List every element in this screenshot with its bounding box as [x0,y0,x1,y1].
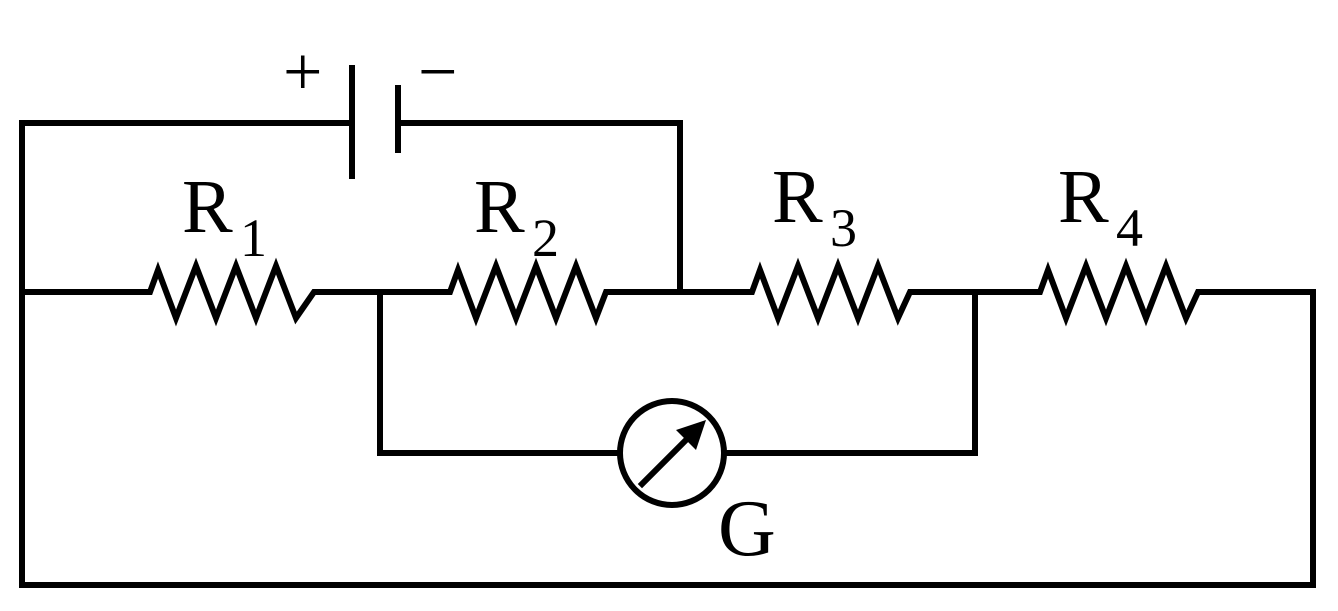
resistor-r1 [137,257,331,327]
galvanometer [617,398,727,508]
galvanometer-arrowhead-icon [676,420,706,450]
resistor-r4 [1027,257,1215,327]
r2-subscript: 2 [532,208,559,268]
battery-minus-label: − [418,34,457,111]
battery-return-wire [395,120,683,295]
r1-subscript: 1 [240,208,267,268]
r3-subscript: 3 [830,198,857,258]
bridge-wire-left [377,289,623,456]
resistor-r2 [437,257,621,327]
battery-plus-label: + [283,34,322,111]
r1-label: R [182,165,233,249]
galvanometer-label: G [718,485,776,573]
outer-wire [19,120,1316,588]
resistor-r3 [739,257,928,327]
bridge-wire-right [721,289,978,456]
r2-label: R [474,165,525,249]
r4-label: R [1058,155,1109,239]
galvanometer-needle-icon [637,429,697,489]
r3-label: R [772,155,823,239]
r4-subscript: 4 [1116,198,1143,258]
